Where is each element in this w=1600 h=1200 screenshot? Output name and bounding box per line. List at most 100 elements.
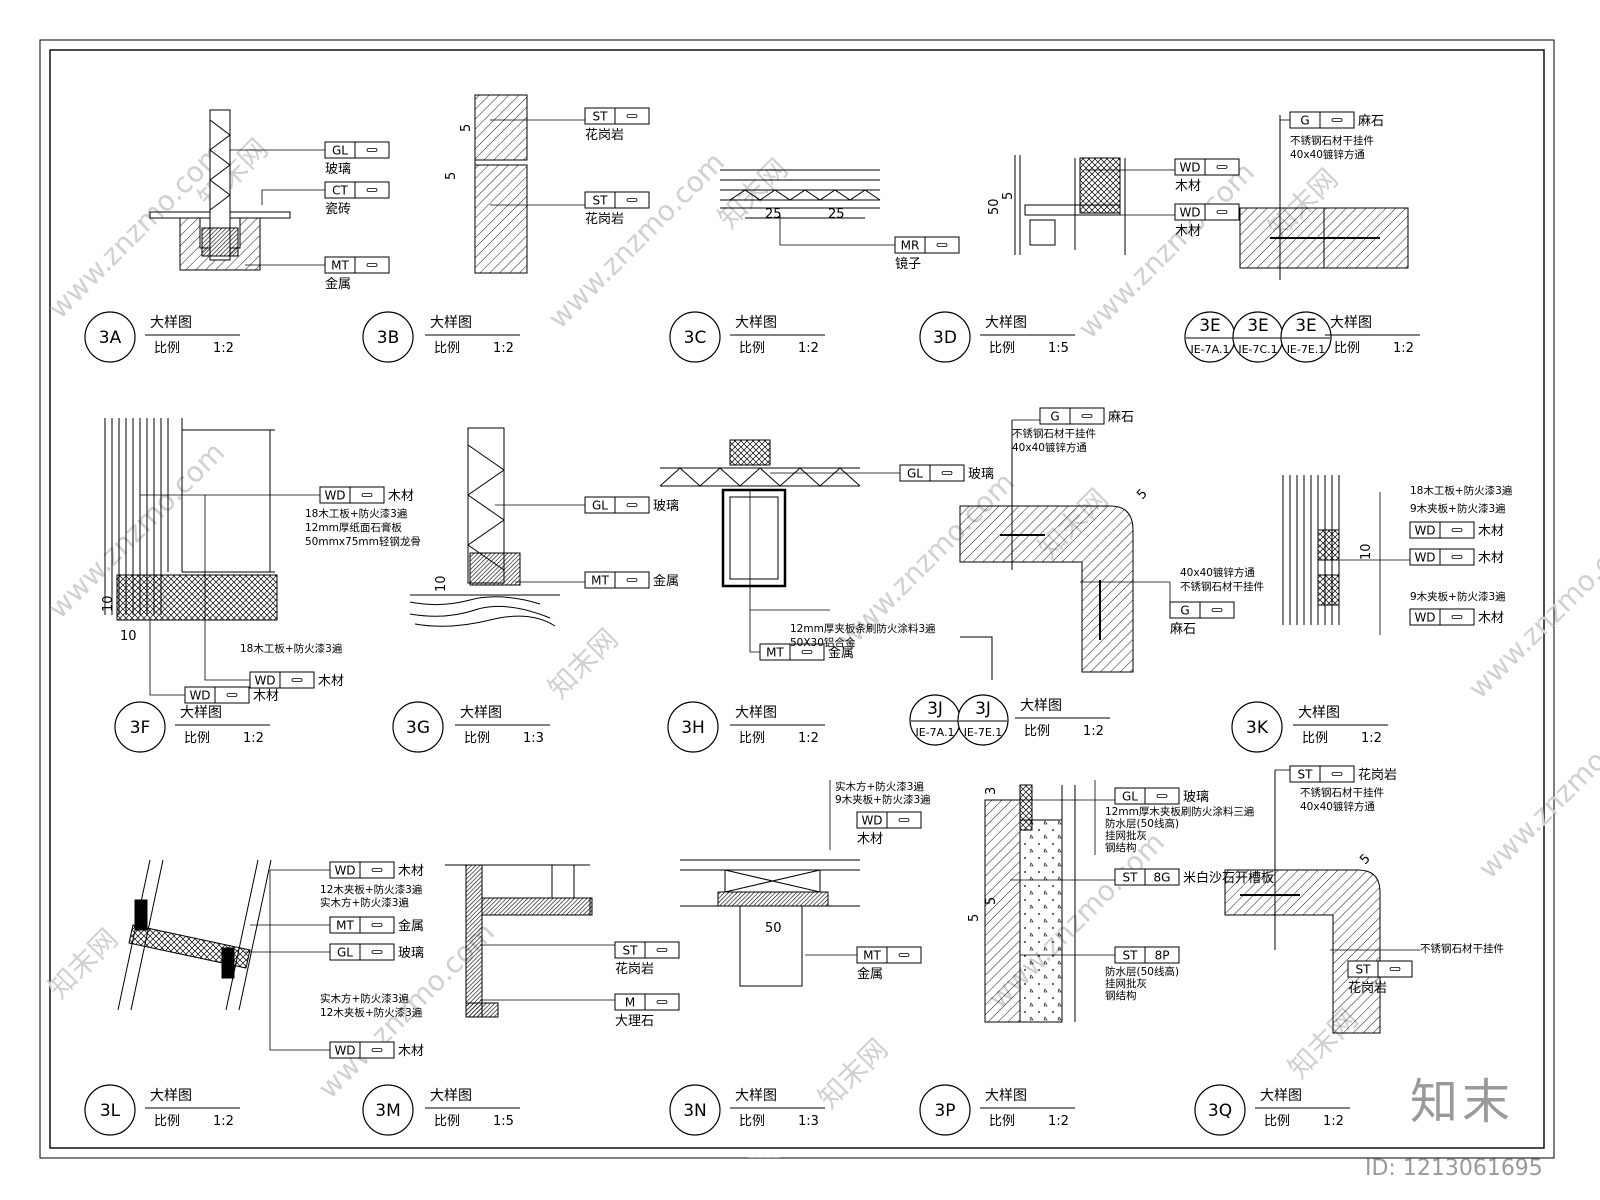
material-note-3K: 9木夹板+防火漆3遍 xyxy=(1410,502,1506,515)
material-number-blank xyxy=(371,868,383,872)
detail-marker-circle xyxy=(362,311,414,363)
material-number-blank xyxy=(1216,210,1228,214)
material-note-3N: 9木夹板+防火漆3遍 xyxy=(835,793,931,806)
detail-scale-value: 1:5 xyxy=(493,1114,514,1129)
material-number-blank xyxy=(371,923,383,927)
material-note-3P: 挂网批灰 xyxy=(1105,977,1147,990)
image-id: ID: 1213061695 xyxy=(1365,1156,1543,1181)
material-note-3F: 18木工板+防火漆3遍 xyxy=(240,642,343,655)
detail-title: 大样图 xyxy=(985,315,1027,331)
material-label: 木材 xyxy=(398,864,424,879)
material-note-3L: 实木方+防火漆3遍 xyxy=(320,992,409,1005)
material-label: 玻璃 xyxy=(968,467,994,482)
dimension-3N: 50 xyxy=(765,921,782,936)
material-note-3P: 12mm厚木夹板刷防火涂料三遍 xyxy=(1105,805,1255,818)
material-number-blank xyxy=(1331,118,1343,122)
material-note-3J: 40x40镀锌方通 xyxy=(1180,566,1255,579)
material-label: 麻石 xyxy=(1108,410,1134,425)
material-tag-3J-0: G 麻石 xyxy=(1039,407,1134,425)
material-number-blank xyxy=(1156,794,1168,798)
material-label: 木材 xyxy=(1478,551,1504,566)
detail-3G-geometry xyxy=(409,427,560,627)
detail-scale-value: 1:2 xyxy=(798,731,819,746)
detail-3B-geometry xyxy=(474,94,528,274)
detail-scale-label: 比例 xyxy=(739,341,765,356)
watermark-text: 知末网 xyxy=(42,922,125,1005)
material-label: 瓷砖 xyxy=(325,202,351,217)
detail-3J-geometry xyxy=(959,420,1134,680)
detail-scale-label: 比例 xyxy=(739,1114,765,1129)
dimension-3P: 3 xyxy=(984,787,999,795)
detail-sheet-ref: IE-7C.1 xyxy=(1238,343,1277,356)
material-code: MT xyxy=(331,259,349,273)
inner-border xyxy=(49,49,1545,1149)
material-code: WD xyxy=(254,674,275,688)
material-number-blank xyxy=(626,114,638,118)
material-number-blank xyxy=(1081,414,1093,418)
detail-title: 大样图 xyxy=(735,315,777,331)
detail-title: 大样图 xyxy=(1260,1088,1302,1104)
dimension-3J: 5 xyxy=(1134,486,1150,502)
detail-id: 3Q xyxy=(1208,1101,1232,1121)
material-code: GL xyxy=(592,499,608,513)
material-number-blank xyxy=(1451,555,1463,559)
dimension-3C: 25 xyxy=(765,207,782,222)
material-code: G xyxy=(1050,410,1059,424)
material-code: ST xyxy=(1356,963,1372,977)
detail-id: 3E xyxy=(1295,316,1317,336)
material-code: MR xyxy=(901,239,920,253)
material-number-blank xyxy=(656,1000,668,1004)
material-note-3H: 50X30铝合金 xyxy=(790,636,856,649)
material-code: WD xyxy=(1414,611,1435,625)
material-label: 麻石 xyxy=(1358,114,1384,129)
material-number-blank xyxy=(1389,967,1401,971)
detail-id: 3B xyxy=(377,328,399,348)
detail-scale-value: 1:3 xyxy=(798,1114,819,1129)
detail-scale-value: 1:2 xyxy=(1083,724,1104,739)
dimension-3P: 5 xyxy=(984,897,999,905)
detail-marker-circle xyxy=(669,311,721,363)
dimension-3D: 5 xyxy=(1001,192,1016,200)
material-note-3E: 不锈钢石材干挂件 xyxy=(1290,134,1374,147)
detail-scale-label: 比例 xyxy=(1024,724,1050,739)
material-number-blank xyxy=(941,471,953,475)
detail-title: 大样图 xyxy=(735,1088,777,1104)
material-note-3Q: 不锈钢石材干挂件 xyxy=(1420,942,1504,955)
dimension-3P: 5 xyxy=(967,914,982,922)
material-note-3Q: 不锈钢石材干挂件 xyxy=(1300,786,1384,799)
watermark-text: 知末网 xyxy=(812,1032,895,1115)
detail-marker-circle xyxy=(84,311,136,363)
material-note-3P: 防水层(50线高) xyxy=(1105,817,1179,830)
material-note-3F: 50mmx75mm轻钢龙骨 xyxy=(305,535,421,548)
detail-title: 大样图 xyxy=(430,315,472,331)
material-label: 金属 xyxy=(828,645,854,661)
watermark-text: www.znzmo.com xyxy=(542,146,731,335)
detail-scale-value: 1:2 xyxy=(213,341,234,356)
material-label: 玻璃 xyxy=(1183,790,1209,805)
dimension-3F: 10 xyxy=(120,629,137,644)
detail-3C-geometry xyxy=(720,169,881,219)
material-label: 麻石 xyxy=(1170,622,1196,637)
material-label: 大理石 xyxy=(615,1014,654,1029)
material-note-3J: 40x40镀锌方通 xyxy=(1012,441,1087,454)
detail-scale-value: 1:2 xyxy=(1361,731,1382,746)
dimension-3B: 5 xyxy=(459,124,474,132)
dimension-3G: 10 xyxy=(434,575,449,592)
material-note-3P: 钢结构 xyxy=(1105,841,1137,854)
detail-sheet-ref: IE-7E.1 xyxy=(964,726,1003,739)
material-note-3F: 12mm厚纸面石膏板 xyxy=(305,521,402,534)
material-code: CT xyxy=(332,184,348,198)
detail-marker-circle xyxy=(362,1084,414,1136)
